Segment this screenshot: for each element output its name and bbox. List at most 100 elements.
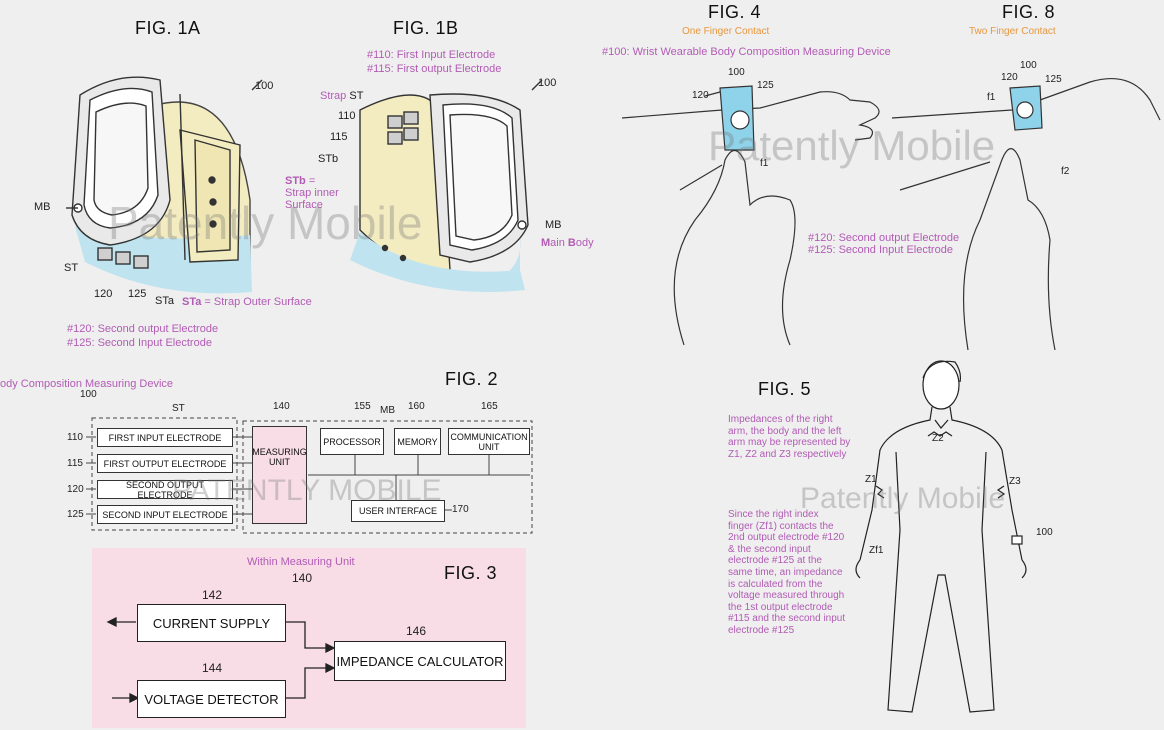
fig2-box-first-input-electrode: FIRST INPUT ELECTRODE	[97, 428, 233, 447]
fig1b-watch-drawing	[350, 79, 543, 292]
fig2-ref-140: 140	[273, 401, 290, 412]
fig5-ref-100: 100	[1036, 527, 1053, 538]
fig5-paragraph-impedances: Impedances of the right arm, the body an…	[728, 414, 851, 460]
fig8-ref-f2: f2	[1061, 166, 1070, 177]
fig2-header-note: ody Composition Measuring Device	[0, 378, 174, 390]
fig1a-label-125: 125	[128, 288, 147, 300]
fig4-ref-f1: f1	[760, 158, 769, 169]
fig4-ref-125: 125	[757, 80, 774, 91]
fig1a-ref-100: 100	[255, 80, 274, 92]
fig1b-stb-note-line2: Strap inner	[285, 187, 339, 199]
fig2-box-user-interface: USER INTERFACE	[351, 500, 445, 522]
watermark-fig2: PATENTLY MOBILE	[172, 474, 442, 507]
fig1a-label-120: 120	[94, 288, 113, 300]
fig2-row-num: 115	[67, 458, 83, 469]
fig2-diagram-lines	[86, 417, 533, 534]
fig2-ref-100: 100	[80, 389, 97, 400]
fig4-ref-120: 120	[692, 90, 709, 101]
fig3-ref-144: 144	[202, 661, 223, 675]
fig1b-label-115: 115	[330, 131, 348, 143]
fig1b-note-110: #110: First Input Electrode	[367, 49, 496, 61]
fig2-box-memory: MEMORY	[394, 428, 441, 455]
fig5-label-zf1: Zf1	[869, 545, 884, 556]
fig1a-label-sta: STa	[155, 295, 174, 307]
fig1a-label-mb: MB	[34, 201, 51, 213]
fig8-ref-f1: f1	[987, 92, 996, 103]
fig8-subtitle: Two Finger Contact	[969, 26, 1056, 37]
fig4-title: FIG. 4	[708, 2, 762, 22]
fig2-ref-165: 165	[481, 401, 498, 412]
fig5-paragraph-explanation: Since the right index finger (Zf1) conta…	[728, 509, 846, 636]
fig8-ref-120: 120	[1001, 72, 1018, 83]
fig2-ref-160: 160	[408, 401, 425, 412]
fig8-ref-100: 100	[1020, 60, 1037, 71]
fig4-note-125: #125: Second Input Electrode	[808, 244, 953, 256]
fig1b-main-ain: ain	[550, 237, 568, 249]
fig2-box-second-output-electrode: SECOND OUTPUT ELECTRODE	[97, 480, 233, 500]
fig1b-stb-note-line1: STb =	[285, 175, 315, 187]
fig2-row-num: 120	[67, 484, 84, 495]
fig2-row-num: 110	[67, 432, 83, 443]
fig1b-ref-100: 100	[538, 77, 557, 89]
fig2-box-measuring-unit: MEASURING UNIT	[252, 426, 307, 524]
fig2-label-mb: MB	[380, 405, 395, 416]
fig1b-main-m: M	[541, 237, 551, 249]
fig3-box-current-supply: CURRENT SUPPLY	[137, 604, 286, 642]
fig2-box-processor: PROCESSOR	[320, 428, 384, 455]
fig1a-sta-note-bold: STa	[182, 296, 202, 308]
fig5-label-z2: Z2	[932, 433, 944, 444]
fig8-ref-125: 125	[1045, 74, 1062, 85]
fig1b-main-body-note: Main Body	[541, 237, 594, 249]
fig2-label-st: ST	[172, 403, 185, 414]
fig1b-title: FIG. 1B	[393, 18, 459, 38]
fig1a-label-st: ST	[64, 262, 79, 274]
fig8-title: FIG. 8	[1002, 2, 1056, 22]
fig3-ref-140: 140	[292, 571, 313, 585]
fig1b-note-115: #115: First output Electrode	[367, 63, 502, 75]
fig1b-st: ST	[349, 90, 364, 102]
fig1b-stb-note-line3: Surface	[285, 199, 323, 211]
fig3-within-note: Within Measuring Unit	[247, 556, 355, 568]
fig1a-sta-note-text: = Strap Outer Surface	[201, 296, 312, 308]
fig8-hands-drawing	[891, 78, 1161, 351]
fig1b-stb-note-eq: =	[305, 175, 316, 187]
fig5-title: FIG. 5	[758, 379, 812, 399]
fig3-title: FIG. 3	[444, 563, 498, 583]
fig2-row-num: 125	[67, 509, 84, 520]
fig1a-watch-drawing	[66, 76, 263, 294]
fig3-ref-142: 142	[202, 588, 223, 602]
watermark-top-right: Patently Mobile	[708, 122, 996, 169]
fig1b-strap-word: Strap	[320, 90, 347, 102]
fig4-hands-drawing	[621, 85, 880, 346]
fig1a-title: FIG. 1A	[135, 18, 201, 38]
fig2-box-first-output-electrode: FIRST OUTPUT ELECTRODE	[97, 454, 233, 473]
fig1b-label-110: 110	[338, 110, 356, 122]
watermark-fig5: Patently Mobile	[800, 482, 1006, 515]
fig5-body-drawing	[855, 360, 1027, 713]
fig1a-note-125: #125: Second Input Electrode	[67, 337, 212, 349]
fig4-note-120: #120: Second output Electrode	[808, 232, 960, 244]
fig1b-stb-note-bold: STb	[285, 175, 306, 187]
fig3-ref-146: 146	[406, 624, 427, 638]
fig1b-main-ody: ody	[575, 237, 594, 249]
fig1a-note-120: #120: Second output Electrode	[67, 323, 219, 335]
fig2-box-second-input-electrode: SECOND INPUT ELECTRODE	[97, 505, 233, 524]
fig2-ref-170: 170	[452, 504, 469, 515]
watermark-top-left: Patently Mobile	[108, 197, 423, 249]
fig2-title: FIG. 2	[445, 369, 499, 389]
fig1b-label-stb: STb	[318, 153, 339, 165]
fig3-diagram-lines	[106, 616, 336, 704]
fig5-label-z1: Z1	[865, 474, 877, 485]
fig1b-main-b: B	[567, 237, 576, 249]
fig1b-label-mb: MB	[545, 219, 562, 231]
fig1b-label-st: Strap ST	[320, 90, 363, 102]
fig1a-sta-note: STa = Strap Outer Surface	[182, 296, 312, 308]
fig5-label-z3: Z3	[1009, 476, 1021, 487]
fig4-ref-100: 100	[728, 67, 745, 78]
fig2-ref-155: 155	[354, 401, 371, 412]
fig3-box-impedance-calculator: IMPEDANCE CALCULATOR	[334, 641, 506, 681]
fig2-box-communication-unit: COMMUNICATION UNIT	[448, 428, 530, 455]
fig4-subtitle: One Finger Contact	[682, 26, 770, 37]
fig3-box-voltage-detector: VOLTAGE DETECTOR	[137, 680, 286, 718]
